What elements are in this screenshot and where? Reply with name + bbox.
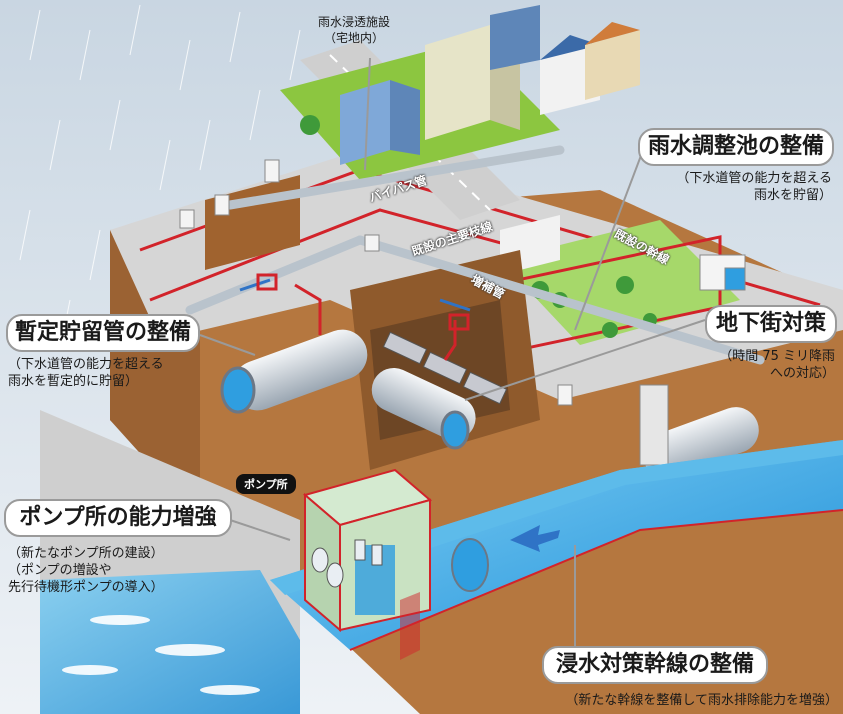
underground-mall-note-line: （時間 75 ミリ降雨 [719,349,835,364]
rain-infiltration-label: 雨水浸透施設 （宅地内） [318,14,390,46]
temporary-storage-note-line: 雨水を暫定的に貯留） [8,374,139,389]
pump-station-note-line: （ポンプの増設や [8,563,112,578]
temporary-storage-callout: 暫定貯留管の整備 [6,314,200,352]
underground-mall-note-line: への対応） [769,366,835,381]
rain-regulation-note-line: （下水道管の能力を超える [676,171,832,186]
rain-infiltration-title: 雨水浸透施設 [318,15,391,29]
buildings [340,5,640,275]
pump-station-note-line: 先行待機形ポンプの導入） [8,580,164,595]
pump-station-badge: ポンプ所 [236,474,296,494]
underground-mall-note: （時間 75 ミリ降雨 への対応） [690,348,835,382]
subway-train [382,331,508,405]
rain-infiltration-subtitle: （宅地内） [324,31,385,45]
temporary-storage-note-line: （下水道管の能力を超える [8,357,164,372]
pump-station-note-line: （新たなポンプ所の建設） [8,546,164,561]
river-water [40,570,300,714]
rain-regulation-note-line: 雨水を貯留） [753,188,832,203]
flood-trunk-callout: 浸水対策幹線の整備 [542,646,768,684]
manholes [179,159,746,466]
temporary-storage-note: （下水道管の能力を超える 雨水を暫定的に貯留） [8,356,164,390]
pump-station-callout: ポンプ所の能力増強 [4,499,232,537]
pump-station-note: （新たなポンプ所の建設） （ポンプの増設や 先行待機形ポンプの導入） [8,545,164,596]
storage-pipes [220,329,759,479]
rain-regulation-note: （下水道管の能力を超える 雨水を貯留） [646,170,832,204]
rain-regulation-callout: 雨水調整池の整備 [638,128,834,166]
flood-trunk-note: （新たな幹線を整備して雨水排除能力を増強） [500,692,838,709]
underground-mall-callout: 地下街対策 [705,305,837,343]
leader-lines [199,57,706,650]
flood-trunk-note-line: （新たな幹線を整備して雨水排除能力を増強） [565,693,838,708]
